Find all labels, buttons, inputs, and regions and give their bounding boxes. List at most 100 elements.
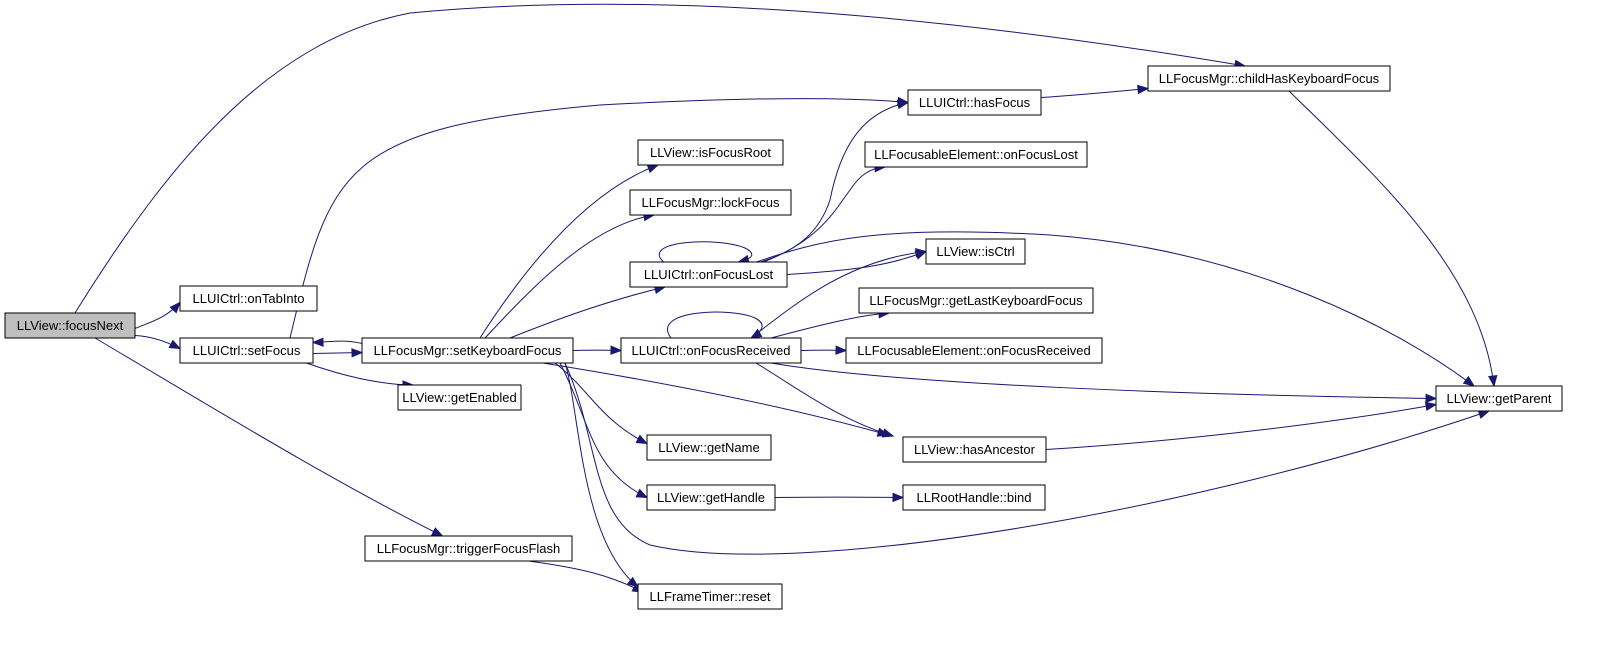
edge-line [756, 231, 1475, 387]
node-llfocusableelement-onfocusreceived[interactable]: LLFocusableElement::onFocusReceived [845, 337, 1103, 364]
nodes-layer: LLView::focusNextLLUICtrl::onTabIntoLLUI… [4, 65, 1563, 610]
edge-line [564, 362, 1490, 555]
node-label: LLView::getEnabled [402, 390, 516, 405]
node-llroothandle-bind[interactable]: LLRootHandle::bind [902, 484, 1046, 511]
edge-line [528, 560, 644, 593]
node-box [637, 583, 783, 610]
node-box [364, 535, 573, 562]
node-llview-focusnext[interactable]: LLView::focusNext [4, 312, 136, 339]
node-lluictrl-ontabinto[interactable]: LLUICtrl::onTabInto [179, 285, 318, 312]
edge-llview-gethandle-to-llroothandle-bind [774, 492, 905, 503]
node-lluictrl-onfocusreceived[interactable]: LLUICtrl::onFocusReceived [620, 337, 802, 364]
edge-line [763, 166, 886, 263]
node-box [925, 238, 1026, 265]
node-llview-gethandle[interactable]: LLView::getHandle [646, 484, 776, 511]
node-label: LLFocusMgr::triggerFocusFlash [377, 541, 561, 556]
node-box [1147, 65, 1391, 92]
edge-line [306, 362, 414, 386]
node-llview-isfocusroot[interactable]: LLView::isFocusRoot [637, 139, 784, 166]
node-box [646, 434, 772, 461]
arrowhead-icon [1424, 401, 1438, 412]
edge-line [760, 102, 909, 263]
node-lluictrl-setfocus[interactable]: LLUICtrl::setFocus [179, 337, 314, 364]
node-box [629, 261, 788, 288]
edge-line [542, 362, 889, 436]
arrowhead-icon [169, 301, 181, 314]
arrowhead-icon [635, 488, 649, 499]
node-llframetimer-reset[interactable]: LLFrameTimer::reset [637, 583, 783, 610]
edge-line [554, 362, 648, 444]
arrowhead-icon [168, 339, 182, 350]
edge-line [755, 362, 894, 437]
node-label: LLFrameTimer::reset [650, 589, 771, 604]
edge-lluictrl-onfocusreceived-to-llview-hasancestor [755, 362, 895, 438]
edge-llview-focusnext-to-lluictrl-setfocus [134, 335, 182, 350]
node-box [907, 89, 1042, 116]
node-label: LLUICtrl::onFocusLost [644, 267, 774, 282]
edge-llfocusmgr-setkeyboardfocus-to-llframetimer-reset [564, 362, 640, 588]
edge-line [1045, 404, 1437, 450]
arrowhead-icon [892, 492, 905, 503]
arrowhead-icon [351, 348, 364, 358]
node-label: LLUICtrl::hasFocus [919, 95, 1031, 110]
edge-lluictrl-onfocusreceived-to-llfocusableelement-onfocusreceived [800, 345, 848, 355]
edge-line [479, 164, 659, 339]
node-box [845, 337, 1103, 364]
node-label: LLView::hasAncestor [914, 442, 1036, 457]
node-label: LLFocusMgr::setKeyboardFocus [374, 343, 562, 358]
node-box [646, 484, 776, 511]
node-label: LLFocusableElement::onFocusLost [874, 147, 1078, 162]
node-llfocusmgr-childhaskeyboardfocus[interactable]: LLFocusMgr::childHasKeyboardFocus [1147, 65, 1391, 92]
edge-line [509, 286, 666, 339]
node-label: LLRootHandle::bind [917, 490, 1032, 505]
node-lluictrl-hasfocus[interactable]: LLUICtrl::hasFocus [907, 89, 1042, 116]
edge-lluictrl-onfocusreceived-to-llview-getparent [770, 362, 1438, 404]
node-llfocusmgr-lockfocus[interactable]: LLFocusMgr::lockFocus [629, 189, 792, 216]
edge-llfocusmgr-setkeyboardfocus-to-llview-isfocusroot [479, 164, 660, 339]
edge-line [564, 362, 639, 588]
edge-llfocusmgr-setkeyboardfocus-to-llview-hasancestor [542, 362, 890, 437]
node-label: LLUICtrl::setFocus [193, 343, 301, 358]
edge-line [94, 337, 443, 537]
node-llview-getname[interactable]: LLView::getName [646, 434, 772, 461]
arrowhead-icon [610, 345, 623, 355]
arrowhead-icon [626, 576, 640, 588]
edge-llfocusmgr-setkeyboardfocus-to-llfocusmgr-lockfocus [484, 211, 656, 339]
node-box [361, 337, 574, 364]
arrowhead-icon [311, 337, 324, 347]
edge-line [74, 3, 1246, 314]
node-label: LLView::getHandle [657, 490, 765, 505]
node-box [4, 312, 136, 339]
edge-line [667, 311, 763, 339]
arrowhead-icon [896, 99, 910, 110]
edge-lluictrl-onfocusreceived-to-llview-isctrl [750, 247, 928, 339]
edge-lluictrl-hasfocus-to-llfocusmgr-childhaskeyboardfocus [1040, 84, 1150, 98]
node-label: LLView::focusNext [17, 318, 124, 333]
node-llfocusmgr-getlastkeyboardfocus[interactable]: LLFocusMgr::getLastKeyboardFocus [858, 287, 1094, 314]
node-box [902, 484, 1046, 511]
edge-lluictrl-setfocus-to-lluictrl-hasfocus [289, 96, 910, 339]
edge-line [659, 241, 753, 263]
arrowhead-icon [430, 527, 444, 537]
node-label: LLView::isFocusRoot [650, 145, 771, 160]
node-box [637, 139, 784, 166]
edge-line [770, 362, 1437, 399]
node-llfocusmgr-triggerfocusflash[interactable]: LLFocusMgr::triggerFocusFlash [364, 535, 573, 562]
edge-line [750, 251, 927, 339]
node-llview-isctrl[interactable]: LLView::isCtrl [925, 238, 1026, 265]
edge-llview-focusnext-to-llfocusmgr-triggerfocusflash [94, 337, 444, 537]
node-label: LLFocusableElement::onFocusReceived [857, 343, 1090, 358]
node-llview-hasancestor[interactable]: LLView::hasAncestor [902, 436, 1047, 463]
edge-lluictrl-setfocus-to-llfocusmgr-setkeyboardfocus [312, 348, 364, 358]
node-lluictrl-onfocuslost[interactable]: LLUICtrl::onFocusLost [629, 261, 788, 288]
node-llfocusableelement-onfocuslost[interactable]: LLFocusableElement::onFocusLost [864, 141, 1088, 168]
edge-line [770, 312, 890, 339]
edge-line [289, 98, 909, 339]
node-box [629, 189, 792, 216]
node-llfocusmgr-setkeyboardfocus[interactable]: LLFocusMgr::setKeyboardFocus [361, 337, 574, 364]
arrowhead-icon [1488, 375, 1498, 388]
node-llview-getenabled[interactable]: LLView::getEnabled [397, 384, 522, 411]
node-llview-getparent[interactable]: LLView::getParent [1435, 385, 1563, 412]
node-box [858, 287, 1094, 314]
